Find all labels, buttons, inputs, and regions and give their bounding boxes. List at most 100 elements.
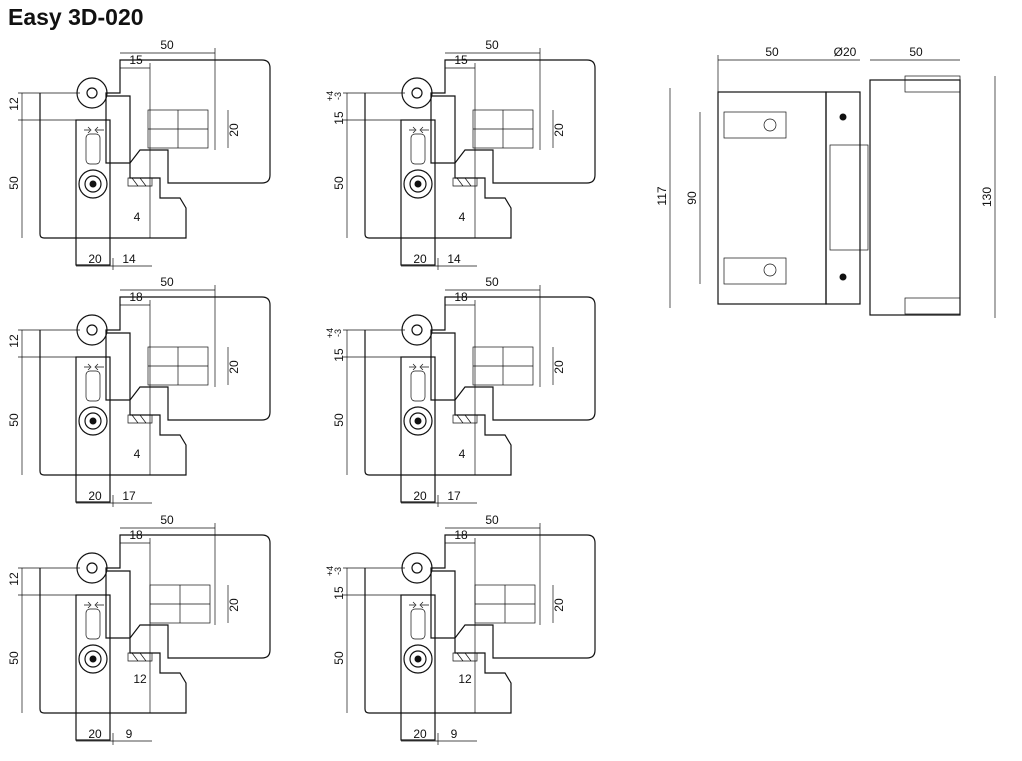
adjustment-slot [410, 370, 426, 402]
cam-center [414, 180, 422, 188]
direction-arrows-icon [409, 126, 429, 134]
front-knuckle-column [825, 91, 861, 305]
door-leaf-outline [105, 296, 271, 421]
hinge-body [75, 356, 111, 503]
dim-height-label: 50 [7, 176, 21, 190]
cam-middle [84, 175, 102, 193]
front-dim-height-total-label: 117 [655, 186, 669, 205]
front-dim-height-outer-label: 130 [980, 187, 994, 207]
dim-height-label: 50 [7, 651, 21, 665]
door-leaf-outline [105, 59, 271, 184]
cam-center [89, 180, 97, 188]
dim-pivot-label: 12 [7, 334, 21, 348]
dim-pivot-tol-lower: -3 [333, 567, 343, 575]
dim-bottom-right-label: 9 [451, 727, 458, 741]
front-dim-width-right-label: 50 [909, 45, 923, 59]
dim-height-label: 50 [332, 413, 346, 427]
door-leaf-outline [430, 534, 596, 659]
pivot-pin [411, 87, 423, 99]
front-left-leaf [717, 91, 827, 305]
direction-arrows-icon [409, 363, 429, 371]
front-screw-bottom [763, 263, 777, 277]
front-center-sleeve [829, 144, 869, 251]
dim-pivot-label: 15 [332, 348, 346, 362]
dim-gap-label: 4 [459, 447, 466, 461]
dim-gap-label: 4 [134, 210, 141, 224]
dim-bottom-left-label: 20 [413, 727, 427, 741]
frame-outline [364, 330, 512, 476]
cam-outer [78, 644, 108, 674]
dim-frame-label: 20 [552, 598, 566, 612]
dim-offset-label: 18 [129, 528, 143, 542]
front-right-insert-bottom [904, 297, 961, 315]
dim-top-label: 50 [160, 38, 174, 52]
front-dim-height-inner-label: 90 [685, 191, 699, 205]
dim-pivot-tol-upper: +4 [325, 91, 335, 101]
pivot-pin [86, 562, 98, 574]
hinge-knuckle [76, 552, 108, 584]
dim-gap-label: 12 [458, 672, 472, 686]
front-left-insert-bottom [723, 257, 787, 285]
hinge-body [400, 356, 436, 503]
cam-center [89, 417, 97, 425]
cam-center [414, 417, 422, 425]
hinge-knuckle [76, 314, 108, 346]
leaf-insert-grid [473, 347, 533, 385]
dim-bottom-left-label: 20 [413, 252, 427, 266]
dim-bottom-left-label: 20 [88, 252, 102, 266]
cam-outer [78, 406, 108, 436]
dim-height-label: 50 [7, 413, 21, 427]
hinge-body [75, 119, 111, 266]
door-leaf-outline [105, 534, 271, 659]
frame-outline [364, 568, 512, 714]
dim-frame-label: 20 [227, 598, 241, 612]
dim-offset-label: 15 [454, 53, 468, 67]
dim-top-label: 50 [160, 513, 174, 527]
direction-arrows-icon [409, 601, 429, 609]
hinge-knuckle [401, 552, 433, 584]
dim-pivot-label: 12 [7, 572, 21, 586]
seal-profile [127, 414, 153, 424]
dim-frame-label: 20 [227, 123, 241, 137]
seal-profile [452, 414, 478, 424]
leaf-insert-grid [150, 585, 210, 623]
front-dim-diameter-label: Ø20 [834, 45, 857, 59]
front-pin-bottom [839, 273, 847, 281]
frame-outline [39, 330, 187, 476]
dim-bottom-left-label: 20 [413, 489, 427, 503]
cam-middle [409, 412, 427, 430]
cam-outer [403, 169, 433, 199]
dim-frame-label: 20 [552, 360, 566, 374]
frame-outline [39, 93, 187, 239]
front-left-insert-top [723, 111, 787, 139]
direction-arrows-icon [84, 363, 104, 371]
dim-offset-label: 18 [454, 528, 468, 542]
dim-pivot-tol-upper: +4 [325, 328, 335, 338]
page-title: Easy 3D-020 [8, 4, 144, 30]
front-right-leaf [869, 79, 961, 316]
dim-pivot-label: 15 [332, 586, 346, 600]
dim-offset-label: 15 [129, 53, 143, 67]
dim-top-label: 50 [160, 275, 174, 289]
door-leaf-outline [430, 59, 596, 184]
front-screw-top [763, 118, 777, 132]
dim-pivot-tol-lower: -3 [333, 92, 343, 100]
dim-bottom-right-label: 17 [122, 489, 136, 503]
adjustment-slot [85, 133, 101, 165]
direction-arrows-icon [84, 126, 104, 134]
cam-middle [409, 175, 427, 193]
dim-bottom-left-label: 20 [88, 727, 102, 741]
hinge-body [400, 594, 436, 741]
dim-height-label: 50 [332, 651, 346, 665]
frame-outline [364, 93, 512, 239]
dim-frame-label: 20 [227, 360, 241, 374]
dim-frame-label: 20 [552, 123, 566, 137]
seal-profile [452, 177, 478, 187]
seal-profile [452, 652, 478, 662]
